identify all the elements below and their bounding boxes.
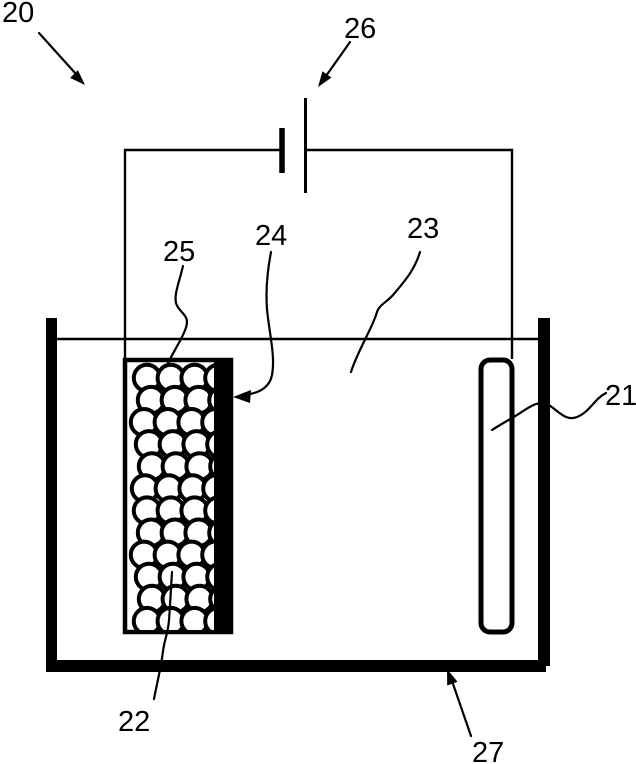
sphere-particle (203, 606, 214, 630)
leader-line-24 (248, 250, 275, 396)
label-27: 27 (472, 737, 504, 764)
sphere-particle (205, 563, 214, 591)
arrow-27 (447, 669, 473, 738)
sphere-particle (200, 539, 214, 570)
tank-wall-right (538, 318, 550, 666)
label-26: 26 (344, 13, 376, 45)
arrow-26 (318, 40, 352, 87)
label-21: 21 (605, 380, 636, 412)
counter-electrode (478, 357, 515, 635)
sphere-particle (203, 496, 214, 526)
leader-line-21 (490, 391, 608, 432)
label-23: 23 (407, 213, 439, 245)
circuit-wire (123, 148, 514, 359)
sphere-particle (208, 454, 214, 479)
label-20: 20 (2, 0, 34, 29)
label-22: 22 (118, 706, 150, 738)
tank (46, 318, 550, 672)
current-collector-plate (214, 360, 231, 632)
leader-line-23 (349, 250, 422, 374)
tank-wall-left (46, 318, 57, 666)
arrowhead-24 (233, 390, 251, 403)
arrow-20 (37, 31, 85, 85)
basket-electrode (122, 357, 234, 635)
sphere-particle (203, 363, 214, 393)
tank-floor (46, 660, 546, 672)
battery-symbol (279, 98, 307, 193)
label-24: 24 (255, 220, 287, 252)
label-25: 25 (163, 236, 195, 268)
sphere-particle (201, 473, 214, 504)
sphere-particle (207, 387, 214, 413)
sphere-particle (207, 520, 214, 546)
sphere-bed (128, 362, 214, 630)
sphere-particle (200, 407, 214, 438)
leader-line-22 (152, 570, 174, 701)
leader-line-25 (166, 264, 189, 365)
sphere-particle (208, 587, 214, 611)
sphere-particle (205, 430, 214, 459)
